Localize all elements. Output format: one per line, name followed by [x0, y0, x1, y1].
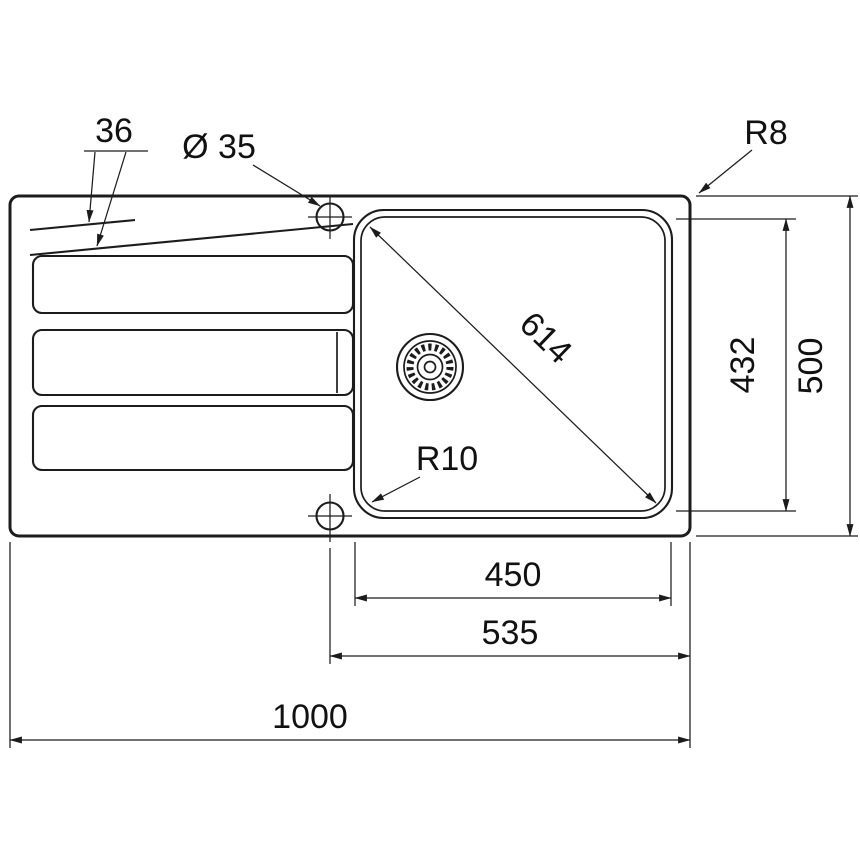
bowl-outer-edge: [352, 208, 674, 520]
drain-slot-ring: [406, 343, 454, 391]
sink-outline: [8, 194, 692, 538]
dim-overall-width-1000: 1000: [9, 542, 691, 748]
drainer-groove-2: [31, 328, 355, 397]
dim-bowl-radius-r10: R10: [371, 440, 478, 503]
drain-strainer: [395, 332, 465, 402]
drainer: [29, 218, 355, 472]
dim-bowl-width-450: 450: [354, 542, 672, 606]
dim-614-label: 614: [512, 305, 579, 372]
drainer-groove-3: [31, 404, 355, 472]
dim-r10-leader: [371, 476, 421, 503]
bowl: [352, 208, 674, 520]
dim-535-label: 535: [482, 614, 539, 652]
drain-center-cap: [423, 360, 437, 374]
dim-dia35-label: Ø 35: [182, 128, 256, 166]
dim-450-label: 450: [485, 556, 542, 594]
dim-614-line: [369, 226, 657, 504]
dim-drainer-rim-36: 36: [84, 112, 148, 247]
dim-36-leader-1: [86, 151, 96, 223]
dim-dia35-leader: [252, 164, 321, 207]
dim-r8-leader: [698, 149, 753, 194]
dim-bowl-diagonal-614: 614: [369, 226, 657, 504]
dim-corner-radius-r8: R8: [698, 114, 788, 194]
drainer-groove-1: [31, 254, 355, 315]
dim-500-label: 500: [792, 338, 830, 395]
dim-bowl-front-to-back-432: 432: [676, 218, 796, 512]
dim-432-label: 432: [724, 337, 762, 394]
dim-overall-front-to-back-500: 500: [696, 195, 858, 537]
dim-tap-centre-to-edge-535: 535: [329, 542, 691, 748]
dim-1000-label: 1000: [272, 698, 348, 736]
tap-hole-bottom: [308, 494, 352, 542]
drain-inner-ring: [416, 353, 444, 381]
dim-36-label: 36: [95, 112, 133, 150]
tap-hole-top: [308, 195, 352, 239]
dim-r8-label: R8: [744, 114, 787, 152]
drainer-upper-edge-line: [29, 218, 136, 232]
dim-tap-hole-diameter-35: Ø 35: [182, 128, 321, 207]
drainer-sloped-edge-line: [29, 222, 354, 257]
dim-r10-label: R10: [416, 440, 478, 478]
sink-rim: [8, 194, 692, 538]
bowl-inner-edge: [360, 216, 666, 512]
dim-36-leader-2: [96, 151, 127, 247]
